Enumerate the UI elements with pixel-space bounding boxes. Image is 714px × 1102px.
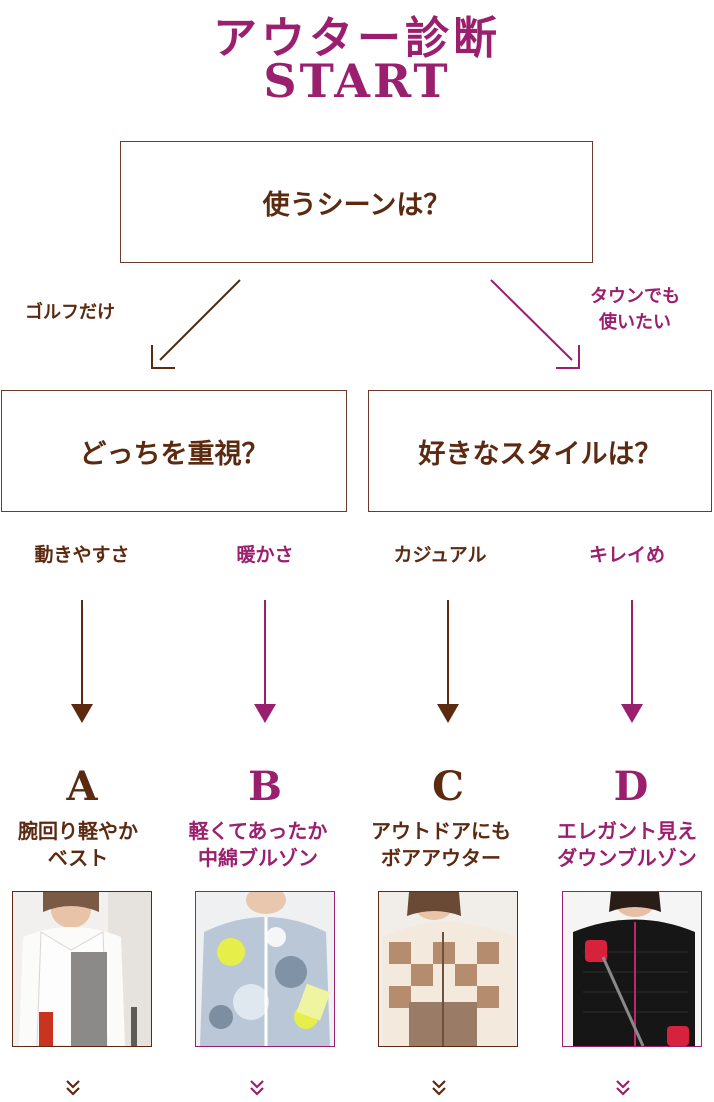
choice-b: 暖かさ bbox=[236, 544, 294, 566]
arrow-to-golf bbox=[159, 279, 241, 361]
question-box-priority: どっちを重視？ bbox=[1, 390, 347, 512]
white-golf-vest-photo[interactable] bbox=[12, 891, 152, 1047]
arrow-to-town bbox=[490, 279, 573, 361]
question-box-style: 好きなスタイルは？ bbox=[368, 390, 712, 512]
plaid-boa-jacket-photo[interactable] bbox=[378, 891, 518, 1047]
result-letter-c: C bbox=[432, 763, 464, 810]
question-scene-text: 使うシーンは？ bbox=[262, 189, 451, 221]
result-letter-a: A bbox=[66, 763, 98, 810]
page-title: アウター診断 bbox=[213, 13, 501, 64]
result-text-a[interactable]: 腕回り軽やか ベスト bbox=[0, 818, 168, 872]
arrowhead-golf bbox=[151, 345, 175, 369]
chevron-down-icon[interactable] bbox=[429, 1078, 449, 1098]
question-style-text: 好きなスタイルは？ bbox=[418, 438, 662, 470]
question-box-scene: 使うシーンは？ bbox=[120, 141, 593, 263]
result-text-b[interactable]: 軽くてあったか 中綿ブルゾン bbox=[168, 818, 348, 872]
arrowhead-c bbox=[437, 704, 459, 723]
chevron-down-icon[interactable] bbox=[63, 1078, 83, 1098]
result-c-line1: アウトドアにも bbox=[371, 819, 511, 843]
result-d-line2: ダウンブルゾン bbox=[557, 846, 697, 870]
result-letter-b: B bbox=[248, 763, 282, 810]
arrowhead-a bbox=[71, 704, 93, 723]
arrowhead-b bbox=[254, 704, 276, 723]
branch-label-town: タウンでも 使いたい bbox=[570, 284, 700, 336]
arrowhead-d bbox=[621, 704, 643, 723]
chevron-down-icon[interactable] bbox=[613, 1078, 633, 1098]
result-b-line2: 中綿ブルゾン bbox=[198, 846, 318, 870]
result-c-line2: ボアアウター bbox=[381, 846, 501, 870]
choice-d: キレイめ bbox=[588, 544, 665, 566]
branch-label-town-line1: タウンでも bbox=[590, 286, 680, 307]
result-letter-d: D bbox=[613, 763, 649, 810]
black-down-jacket-photo[interactable] bbox=[562, 891, 702, 1047]
choice-a: 動きやすさ bbox=[34, 544, 130, 566]
result-text-d[interactable]: エレガント見え ダウンブルゾン bbox=[537, 818, 714, 872]
chevron-down-icon[interactable] bbox=[247, 1078, 267, 1098]
result-d-line1: エレガント見え bbox=[557, 819, 697, 843]
branch-label-golf: ゴルフだけ bbox=[25, 302, 115, 323]
camo-jacket-photo[interactable] bbox=[195, 891, 335, 1047]
arrowhead-town bbox=[556, 345, 580, 369]
question-priority-text: どっちを重視？ bbox=[79, 438, 269, 470]
result-b-line1: 軽くてあったか bbox=[188, 819, 328, 843]
choice-c: カジュアル bbox=[393, 544, 487, 566]
start-label: START bbox=[263, 54, 451, 108]
result-a-line2: ベスト bbox=[47, 846, 109, 870]
result-a-line1: 腕回り軽やか bbox=[18, 819, 138, 843]
result-text-c[interactable]: アウトドアにも ボアアウター bbox=[351, 818, 531, 872]
branch-label-town-line2: 使いたい bbox=[599, 312, 671, 333]
